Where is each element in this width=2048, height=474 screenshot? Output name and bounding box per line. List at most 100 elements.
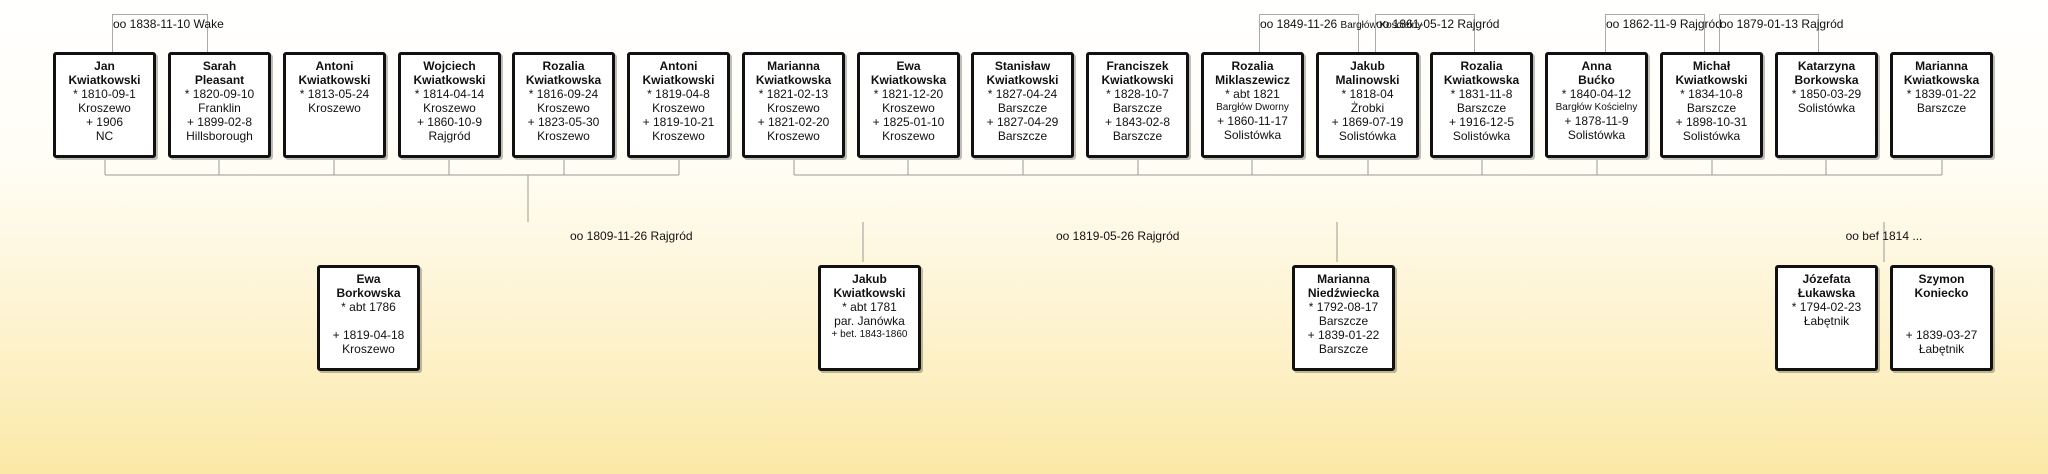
death-date: + 1898-10-31 [1675, 115, 1748, 129]
marriage-date: oo 1849-11-26 [1260, 17, 1338, 31]
person-given-name: Marianna [1915, 59, 1968, 73]
person-card[interactable]: Rozalia Kwiatkowska * 1816-09-24 Kroszew… [512, 52, 615, 158]
death-date: + 1860-11-17 [1217, 114, 1288, 128]
birth-date: * 1810-09-1 [73, 87, 136, 101]
marriage-date: oo bef 1814 [1845, 229, 1910, 243]
marriage-label: oo 1849-11-26 Bargłów Kościelny [1259, 14, 1422, 52]
person-card[interactable]: Anna Bućko * 1840-04-12 Bargłów Kościeln… [1545, 52, 1648, 158]
person-surname: Kwiatkowski [68, 73, 141, 87]
death-place: Barszcze [1318, 342, 1369, 356]
birth-date: * 1814-04-14 [414, 87, 485, 101]
death-place: Łabętnik [1918, 342, 1965, 356]
person-given-name: Michał [1692, 59, 1731, 73]
person-given-name: Jakub [1350, 59, 1385, 73]
birth-place: par. Janówka [834, 314, 905, 328]
person-card[interactable]: Jan Kwiatkowski * 1810-09-1 Kroszewo + 1… [53, 52, 156, 158]
person-card[interactable]: Szymon Koniecko + 1839-03-27 Łabętnik [1890, 265, 1993, 371]
person-surname: Borkowska [1794, 73, 1859, 87]
person-card[interactable]: Wojciech Kwiatkowski * 1814-04-14 Krosze… [398, 52, 501, 158]
birth-place: Kroszewo [652, 101, 705, 115]
death-place: Kroszewo [652, 129, 705, 143]
birth-date: * abt 1781 [842, 300, 897, 314]
marriage-label: oo 1819-05-26 Rajgród [1056, 229, 1179, 243]
person-card[interactable]: Jakub Kwiatkowski * abt 1781 par. Janówk… [818, 265, 921, 371]
birth-place: Kroszewo [767, 101, 820, 115]
birth-date: * 1839-01-22 [1906, 87, 1977, 101]
birth-place: Kroszewo [882, 101, 935, 115]
person-card[interactable]: Marianna Niedźwiecka * 1792-08-17 Barszc… [1292, 265, 1395, 371]
death-date: + 1916-12-5 [1448, 115, 1515, 129]
person-card[interactable]: Katarzyna Borkowska * 1850-03-29 Solistó… [1775, 52, 1878, 158]
person-surname: Kwiatkowska [1903, 73, 1980, 87]
person-surname: Kwiatkowski [986, 73, 1059, 87]
death-date: + bet. 1843-1860 [831, 329, 908, 340]
birth-date: * 1834-10-8 [1680, 87, 1743, 101]
birth-place: Kroszewo [78, 101, 131, 115]
person-card[interactable]: Rozalia Kwiatkowska * 1831-11-8 Barszcze… [1430, 52, 1533, 158]
marriage-label: oo 1809-11-26 Rajgród [570, 229, 693, 243]
person-surname: Kwiatkowski [1675, 73, 1748, 87]
death-place: Rajgród [428, 129, 471, 143]
birth-date: * 1831-11-8 [1450, 87, 1513, 101]
death-place: Solistówka [1338, 129, 1397, 143]
person-given-name: Antoni [659, 59, 698, 73]
birth-date: * 1821-02-13 [758, 87, 829, 101]
death-place: Kroszewo [767, 129, 820, 143]
death-place: Solistówka [1223, 128, 1282, 142]
person-surname: Kwiatkowska [755, 73, 832, 87]
person-surname: Kwiatkowski [642, 73, 715, 87]
person-given-name: Katarzyna [1797, 59, 1856, 73]
person-card[interactable]: Marianna Kwiatkowska * 1821-02-13 Krosze… [742, 52, 845, 158]
marriage-place: Rajgród [1679, 17, 1722, 31]
marriage-date: oo 1838-11-10 [113, 17, 191, 31]
marriage-place: Rajgród [1137, 229, 1180, 243]
birth-place: Łabętnik [1803, 314, 1850, 328]
person-card[interactable]: Jakub Malinowski * 1818-04 Żrobki + 1869… [1316, 52, 1419, 158]
person-surname: Miklaszewicz [1215, 73, 1290, 87]
person-card[interactable]: Sarah Pleasant * 1820-09-10 Franklin + 1… [168, 52, 271, 158]
person-card[interactable]: Rozalia Miklaszewicz * abt 1821 Bargłów … [1201, 52, 1304, 158]
birth-date: * abt 1821 [1225, 87, 1280, 101]
death-date: + 1825-01-10 [872, 115, 945, 129]
marriage-date: oo 1819-05-26 [1056, 229, 1135, 243]
death-place: Hillsborough [186, 129, 253, 143]
person-given-name: Ewa [896, 59, 921, 73]
birth-date: * 1819-04-8 [647, 87, 710, 101]
person-card[interactable]: Józefata Łukawska * 1794-02-23 Łabętnik [1775, 265, 1878, 371]
birth-date: * 1820-09-10 [184, 87, 255, 101]
person-card[interactable]: Ewa Borkowska * abt 1786 + 1819-04-18 Kr… [317, 265, 420, 371]
marriage-date: oo 1862-11-9 [1606, 17, 1677, 31]
person-card[interactable]: Michał Kwiatkowski * 1834-10-8 Barszcze … [1660, 52, 1763, 158]
person-card[interactable]: Antoni Kwiatkowski * 1813-05-24 Kroszewo [283, 52, 386, 158]
person-surname: Kwiatkowska [1443, 73, 1520, 87]
birth-place: Franklin [198, 101, 241, 115]
person-card[interactable]: Franciszek Kwiatkowski * 1828-10-7 Barsz… [1086, 52, 1189, 158]
person-card[interactable]: Ewa Kwiatkowska * 1821-12-20 Kroszewo + … [857, 52, 960, 158]
person-surname: Borkowska [336, 286, 401, 300]
marriage-place: Bargłów Kościelny [1340, 20, 1423, 31]
person-surname: Kwiatkowski [833, 286, 906, 300]
death-place: Solistówka [1452, 129, 1511, 143]
marriage-place: Rajgród [650, 229, 693, 243]
birth-place: Bargłów Kościelny [1555, 102, 1638, 113]
death-date: + 1839-01-22 [1307, 328, 1380, 342]
marriage-place: Rajgród [1801, 17, 1844, 31]
person-card[interactable]: Stanisław Kwiatkowski * 1827-04-24 Barsz… [971, 52, 1074, 158]
death-place: Solistówka [1682, 129, 1741, 143]
birth-date: * 1816-09-24 [528, 87, 599, 101]
person-card[interactable]: Antoni Kwiatkowski * 1819-04-8 Kroszewo … [627, 52, 730, 158]
birth-date: * 1813-05-24 [299, 87, 370, 101]
death-date: + 1906 [85, 115, 124, 129]
person-surname: Koniecko [1914, 286, 1969, 300]
death-date: + 1827-04-29 [986, 115, 1059, 129]
birth-date: * 1850-03-29 [1791, 87, 1862, 101]
marriage-label: oo 1879-01-13 Rajgród [1719, 14, 1843, 52]
marriage-label: oo 1862-11-9 Rajgród [1605, 14, 1722, 52]
person-given-name: Ewa [356, 272, 381, 286]
birth-date: * 1818-04 [1341, 87, 1394, 101]
marriage-place: ... [1912, 229, 1923, 243]
person-surname: Kwiatkowski [1101, 73, 1174, 87]
marriage-place: Rajgród [1457, 17, 1500, 31]
person-card[interactable]: Marianna Kwiatkowska * 1839-01-22 Barszc… [1890, 52, 1993, 158]
